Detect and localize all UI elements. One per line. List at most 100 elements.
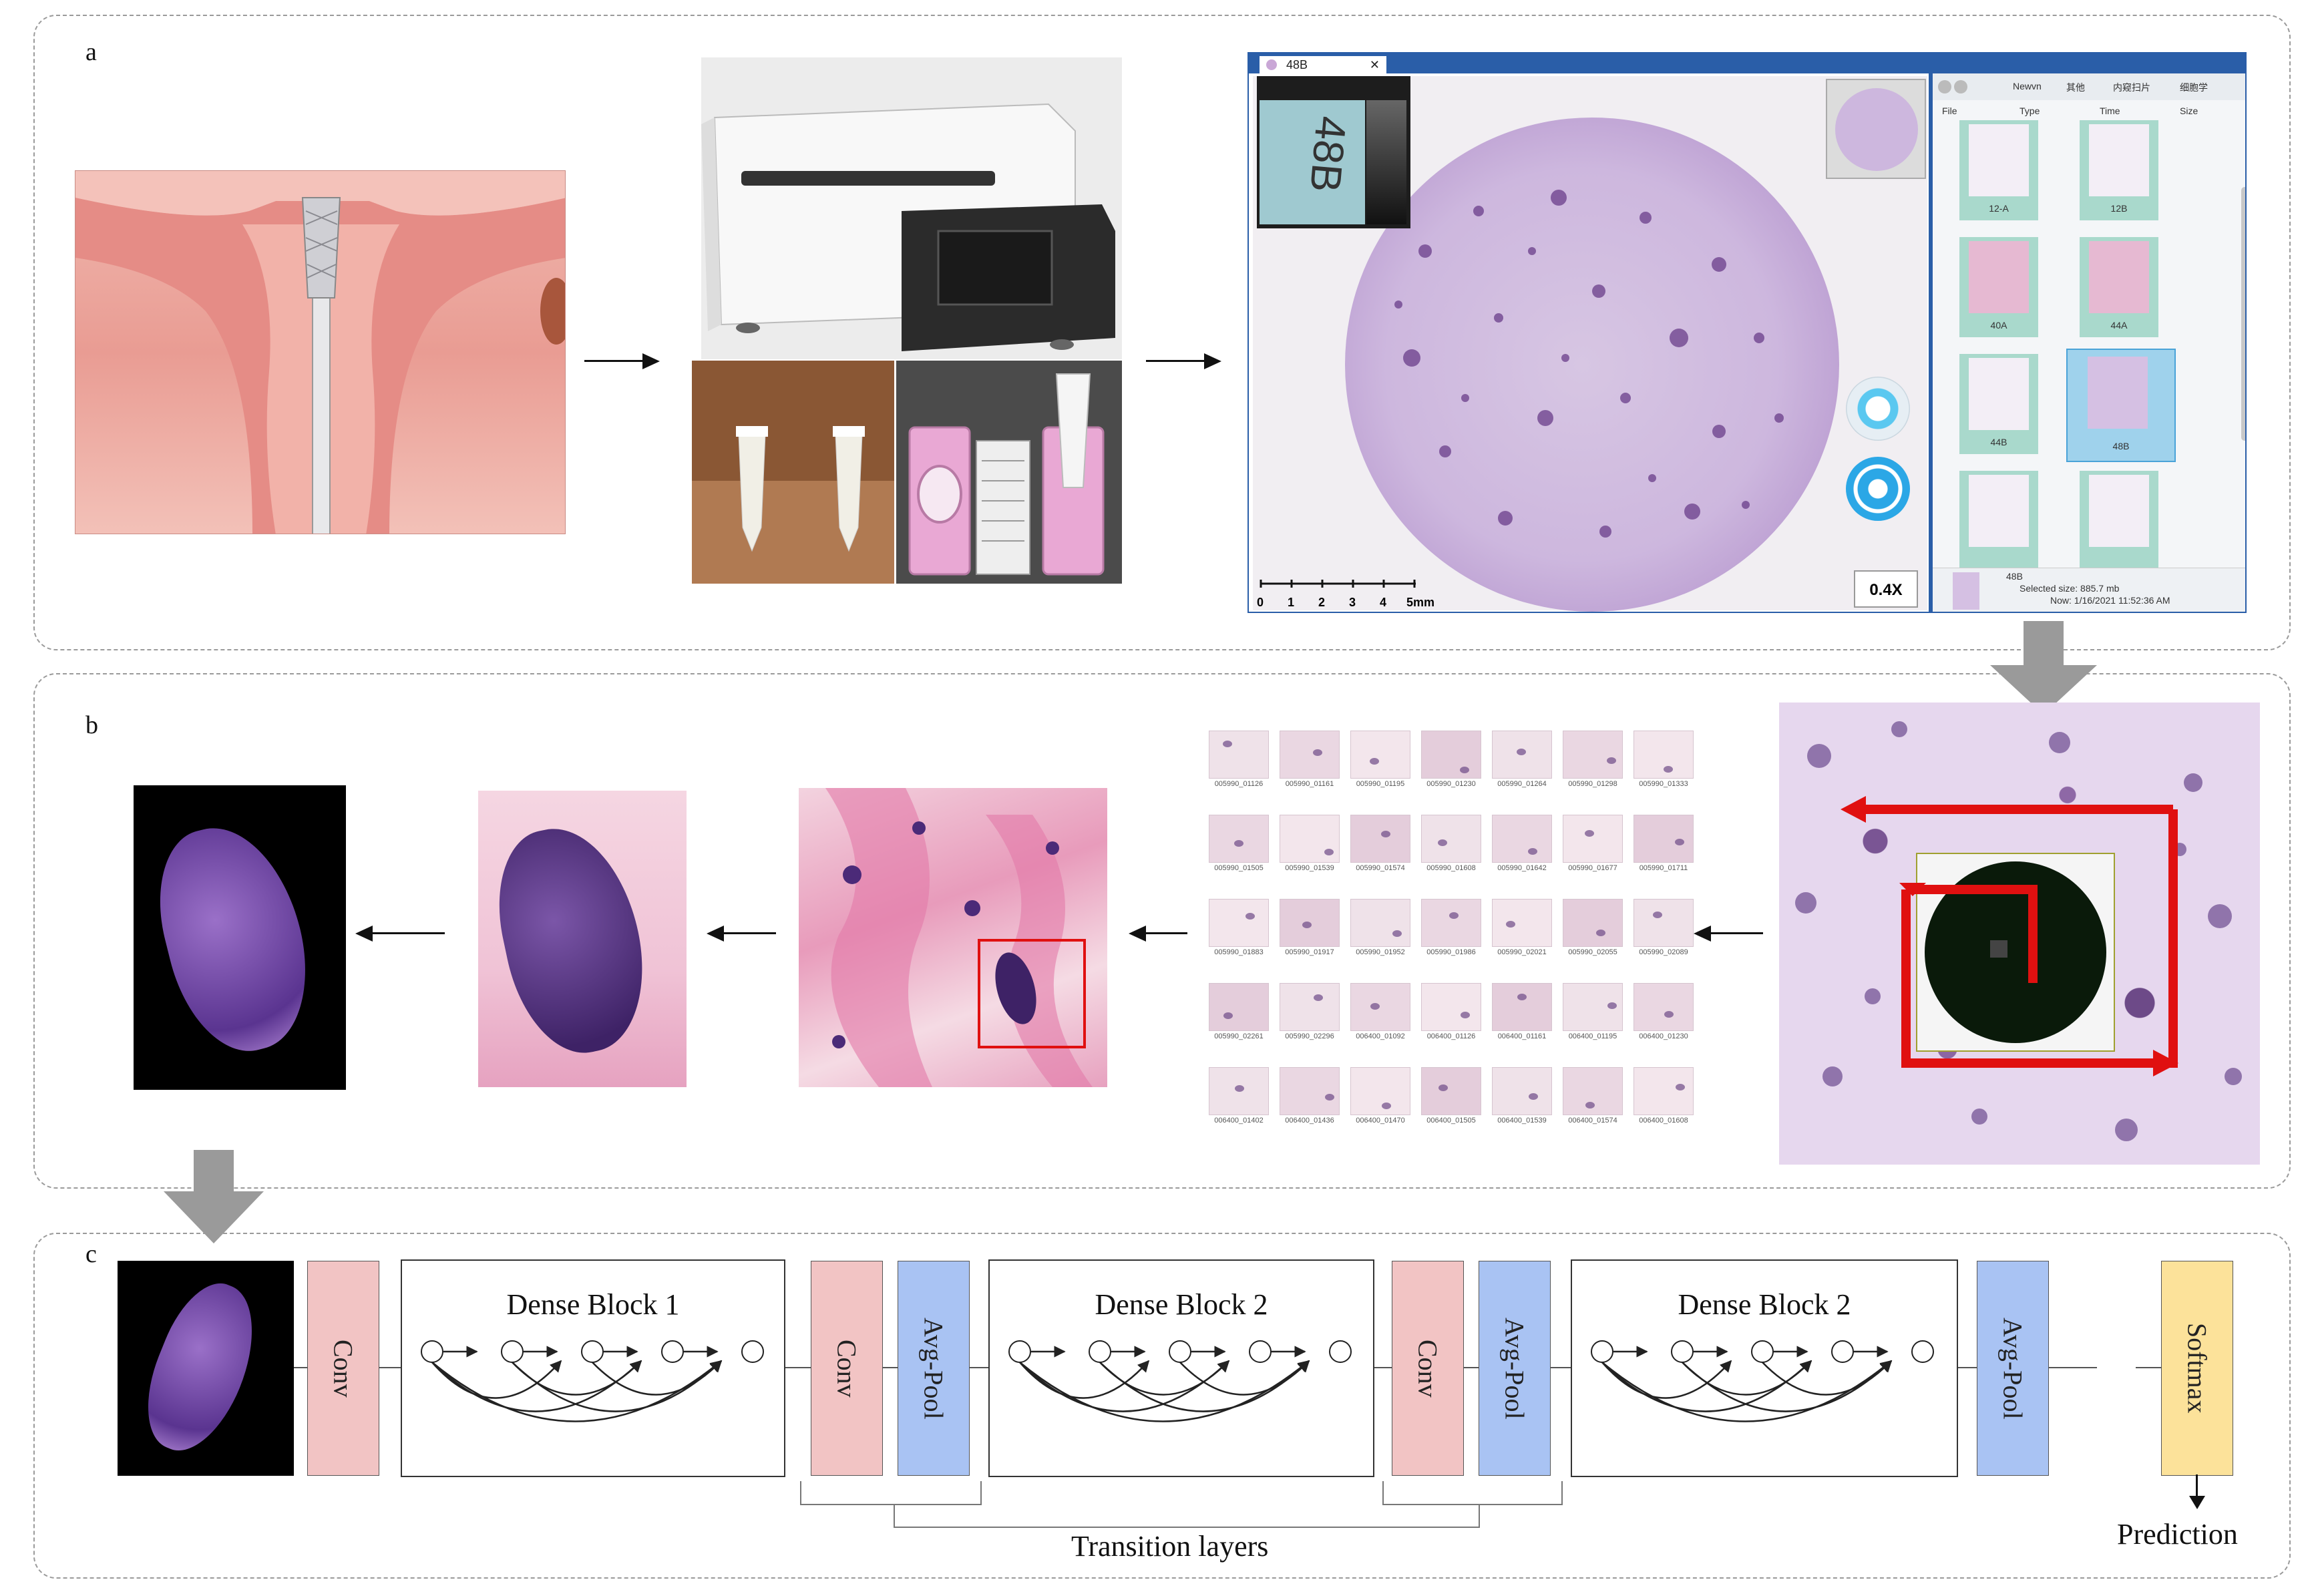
selected-file-size: Selected size: 885.7 mb <box>2020 583 2120 594</box>
panel-b <box>33 673 2291 1189</box>
centrifuge-tubes-photo <box>692 361 894 584</box>
tile-thumbnail[interactable] <box>1563 983 1623 1031</box>
column-header-time[interactable]: Time <box>2100 106 2120 116</box>
tile-thumbnail[interactable] <box>1634 983 1694 1031</box>
tile-thumbnail[interactable] <box>1350 1067 1410 1115</box>
slide-cassette-photo <box>896 361 1122 584</box>
tile-thumbnail[interactable] <box>1563 815 1623 863</box>
slide-canvas[interactable]: 48B 0.4X 0 1 2 3 4 5mm <box>1253 76 1927 612</box>
tile-thumbnail[interactable] <box>1421 899 1481 947</box>
avg-pool-layer: Avg-Pool <box>1977 1261 2049 1476</box>
tile-thumbnail[interactable] <box>1634 1067 1694 1115</box>
tile-thumbnail[interactable] <box>1492 731 1552 779</box>
overview-minimap[interactable] <box>1826 79 1926 179</box>
flow-arrow-head <box>642 353 660 369</box>
tile-thumbnail[interactable] <box>1563 1067 1623 1115</box>
tile-label: 005990_01883 <box>1214 948 1264 956</box>
file-thumbnail-label: 40A <box>1990 320 2007 331</box>
tile-thumbnail[interactable] <box>1350 731 1410 779</box>
tile-thumbnail[interactable] <box>1634 815 1694 863</box>
tile-thumbnail[interactable] <box>1280 815 1340 863</box>
viewer-tab[interactable]: 48B ✕ <box>1260 56 1386 73</box>
nav-path-item[interactable]: 内窥扫片 <box>2113 82 2150 93</box>
tile-thumbnail[interactable] <box>1492 983 1552 1031</box>
tile-thumbnail[interactable] <box>1280 731 1340 779</box>
tile-label: 005990_02021 <box>1497 948 1547 956</box>
conv-label: Conv <box>1412 1339 1443 1398</box>
nav-path-item[interactable]: Newvn <box>2013 81 2042 91</box>
file-thumbnail[interactable]: 44A <box>2080 237 2158 337</box>
panel-c <box>33 1233 2291 1579</box>
file-thumbnail[interactable] <box>1959 471 2038 571</box>
tile-thumbnail[interactable] <box>1492 815 1552 863</box>
tile-label: 005990_02055 <box>1568 948 1617 956</box>
panel-a-label: a <box>85 38 97 66</box>
scale-tick-label: 4 <box>1380 596 1387 609</box>
tile-thumbnail[interactable] <box>1350 899 1410 947</box>
file-thumbnail[interactable] <box>2080 471 2158 571</box>
tile-thumbnail[interactable] <box>1563 899 1623 947</box>
focus-control-icon[interactable] <box>1846 377 1910 441</box>
selected-file-name: 48B <box>2006 571 2023 582</box>
tile-thumbnail[interactable] <box>1209 983 1269 1031</box>
tile-thumbnail[interactable] <box>1492 899 1552 947</box>
file-thumbnail[interactable]: 12-A <box>1959 120 2038 220</box>
tile-thumbnail[interactable] <box>1492 1067 1552 1115</box>
tile-thumbnail[interactable] <box>1634 899 1694 947</box>
column-header-size[interactable]: Size <box>2180 106 2198 116</box>
tile-label: 005990_01264 <box>1497 780 1547 788</box>
tile-thumbnail[interactable] <box>1350 815 1410 863</box>
tile-thumbnail[interactable] <box>1421 1067 1481 1115</box>
file-thumbnail[interactable]: 12B <box>2080 120 2158 220</box>
nav-path-item[interactable]: 细胞学 <box>2180 82 2208 93</box>
dense-node <box>1671 1340 1694 1363</box>
tile-label: 005990_01711 <box>1639 864 1688 872</box>
cell-cluster <box>482 815 661 1066</box>
slide-specimen <box>1345 118 1839 612</box>
column-header-type[interactable]: Type <box>2020 106 2040 116</box>
dense-node <box>1169 1340 1191 1363</box>
scale-tick-label: 2 <box>1318 596 1326 609</box>
file-thumbnail-selected[interactable]: 48B <box>2066 349 2176 462</box>
scale-tick-label: 3 <box>1349 596 1356 609</box>
softmax-label: Softmax <box>2182 1323 2213 1414</box>
tile-thumbnail[interactable] <box>1209 731 1269 779</box>
tile-thumbnail[interactable] <box>1280 1067 1340 1115</box>
viewer-titlebar <box>1249 53 2245 73</box>
tile-thumbnail[interactable] <box>1280 983 1340 1031</box>
tile-zoom-image <box>799 788 1107 1087</box>
tile-thumbnail[interactable] <box>1209 899 1269 947</box>
tile-thumbnail[interactable] <box>1563 731 1623 779</box>
tile-label: 006400_01574 <box>1568 1117 1617 1125</box>
scrollbar[interactable] <box>2241 187 2245 441</box>
tile-thumbnail[interactable] <box>1634 731 1694 779</box>
tile-thumbnail[interactable] <box>1421 983 1481 1031</box>
dense-node <box>1089 1340 1111 1363</box>
tile-thumbnail[interactable] <box>1421 815 1481 863</box>
nav-path-item[interactable]: 其他 <box>2066 82 2085 93</box>
file-thumbnail[interactable]: 44B <box>1959 354 2038 454</box>
dense-node <box>1008 1340 1031 1363</box>
rotation-control-icon[interactable] <box>1846 457 1910 521</box>
scan-path-image <box>1779 703 2260 1165</box>
panel-c-label: c <box>85 1240 97 1268</box>
close-icon[interactable]: ✕ <box>1369 58 1380 71</box>
dense-block-title: Dense Block 2 <box>1095 1288 1268 1321</box>
tile-thumbnail[interactable] <box>1209 815 1269 863</box>
dense-node <box>1751 1340 1774 1363</box>
tile-label: 005990_02296 <box>1285 1032 1334 1040</box>
forward-icon[interactable] <box>1954 80 1967 93</box>
tile-thumbnail[interactable] <box>1350 983 1410 1031</box>
scale-tick-label: 0 <box>1257 596 1264 609</box>
column-header-file[interactable]: File <box>1942 106 1957 116</box>
file-thumbnail[interactable]: 40A <box>1959 237 2038 337</box>
tile-thumbnail[interactable] <box>1280 899 1340 947</box>
tile-label: 006400_01436 <box>1285 1117 1334 1125</box>
tile-thumbnail[interactable] <box>1209 1067 1269 1115</box>
cell-cluster-crop <box>478 791 687 1087</box>
back-icon[interactable] <box>1938 80 1951 93</box>
tile-thumbnail[interactable] <box>1421 731 1481 779</box>
flow-arrow <box>1146 360 1206 362</box>
flow-arrow <box>723 932 776 934</box>
dense-node <box>421 1340 443 1363</box>
